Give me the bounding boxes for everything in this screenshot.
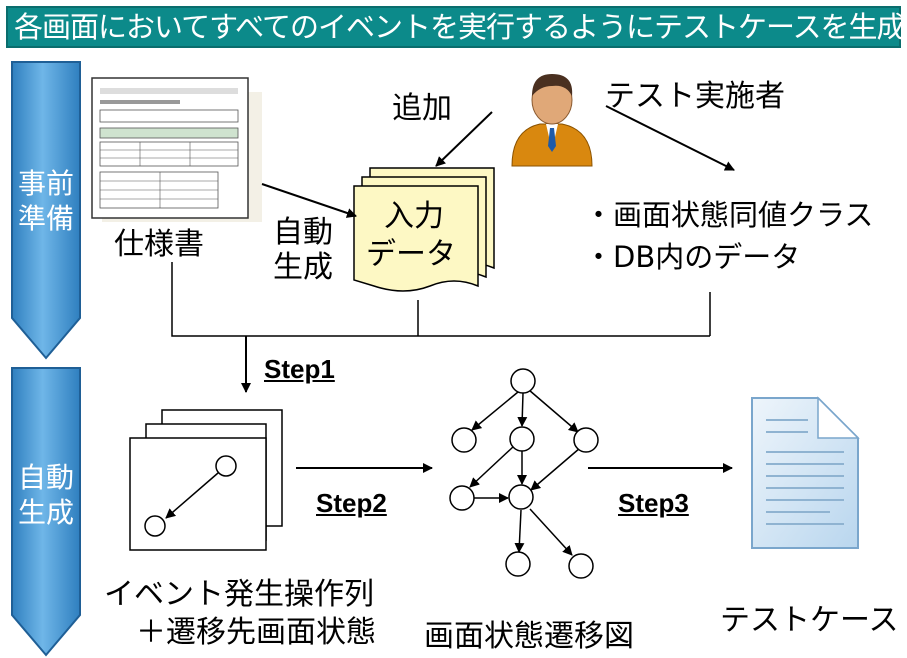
tester-label: テスト実施者 (605, 79, 785, 114)
spec-label: 仕様書 (114, 227, 204, 262)
bullet-db-data: ・DB内のデータ (584, 240, 801, 274)
title-banner: 各画面においてすべてのイベントを実行するようにテストケースを生成 (6, 6, 906, 48)
testcase-label: テストケース (720, 603, 899, 638)
auto-generate-line2: 生成 (273, 249, 333, 285)
phase-gen-line2: 生成 (17, 496, 74, 529)
step2-label: Step2 (316, 488, 387, 518)
tester-person-icon (511, 74, 593, 167)
phase-arrow-gen (11, 367, 81, 657)
banner-title: 各画面においてすべてのイベントを実行するようにテストケースを生成 (14, 10, 906, 44)
bullet-equivalence-class: ・画面状態同値クラス (584, 198, 874, 232)
step1-label: Step1 (264, 354, 335, 384)
phase-prep-line2: 準備 (17, 202, 74, 235)
phase-prep-line1: 事前 (17, 167, 74, 200)
phase-gen-label: 自動 生成 (11, 460, 81, 530)
event-sequence-pages-icon (129, 409, 283, 551)
phase-gen-line1: 自動 (17, 461, 74, 494)
spec-document-icon (91, 77, 262, 222)
step3-label: Step3 (618, 488, 689, 518)
input-data-line2: データ (366, 237, 456, 272)
input-data-line1: 入力 (384, 199, 444, 234)
event-sequence-line1: イベント発生操作列 (104, 577, 374, 612)
phase-arrow-prep (11, 61, 81, 360)
auto-generate-line1: 自動 (273, 215, 333, 250)
input-data-notes-icon (353, 167, 495, 292)
event-sequence-line2: ＋遷移先画面状態 (136, 615, 376, 650)
auto-generate-label: 自動 生成 (273, 215, 333, 285)
add-label: 追加 (392, 91, 452, 126)
phase-prep-label: 事前 準備 (11, 166, 81, 236)
state-transition-graph (449, 368, 599, 579)
state-graph-label: 画面状態遷移図 (424, 619, 634, 654)
testcase-document-icon (751, 396, 860, 549)
